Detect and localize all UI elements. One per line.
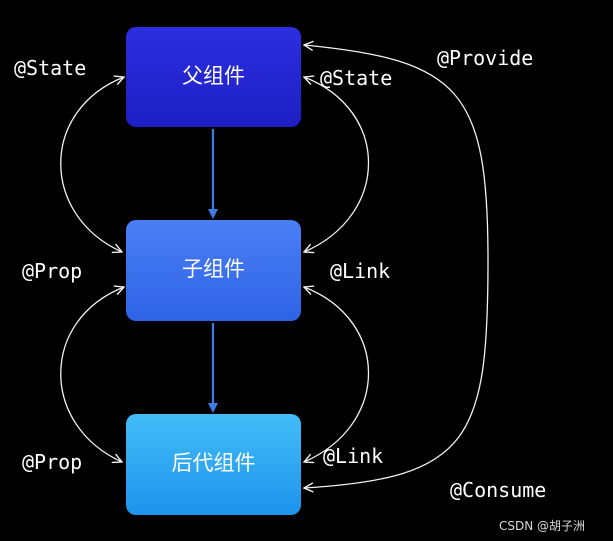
descendant-component-label: 后代组件 (172, 451, 256, 475)
link-bottom-label: @Link (323, 444, 383, 468)
csdn-watermark: CSDN @胡子洲 (499, 519, 585, 533)
prop-top-label: @Prop (22, 259, 82, 283)
link-curve (304, 287, 370, 462)
descendant-component-node: 后代组件 (126, 414, 301, 515)
provide-label: @Provide (437, 46, 533, 70)
child-component-node: 子组件 (126, 220, 301, 321)
prop-bottom-label: @Prop (22, 450, 82, 474)
child-component-label: 子组件 (182, 257, 245, 281)
state-left-label: @State (14, 56, 86, 80)
prop-curve (60, 287, 124, 462)
link-top-label: @Link (330, 259, 390, 283)
state-left-curve (60, 77, 124, 252)
parent-component-node: 父组件 (126, 27, 301, 127)
parent-component-label: 父组件 (182, 64, 245, 88)
state-right-label: @State (320, 66, 392, 90)
consume-label: @Consume (450, 478, 546, 502)
provide-consume-curve (304, 45, 489, 488)
state-right-curve (304, 77, 370, 252)
